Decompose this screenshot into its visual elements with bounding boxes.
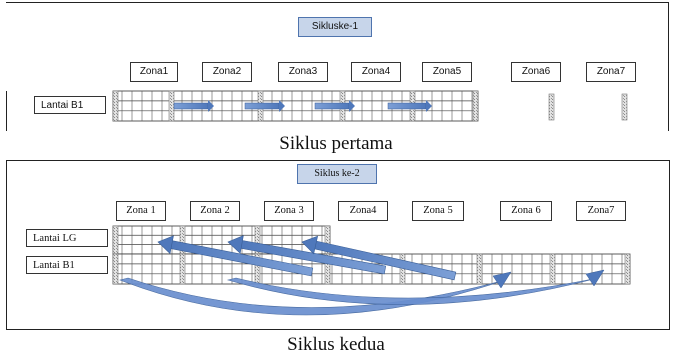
zone-6-label: Zona6 — [511, 62, 561, 82]
column-b1-lower-7 — [549, 253, 556, 285]
column-b1-1 — [112, 90, 119, 122]
shift-arrow-body-3 — [314, 102, 350, 110]
shift-arrow-head-3 — [349, 100, 355, 112]
lift-arrow-1 — [157, 235, 314, 277]
cycle-two-caption: Siklus kedua — [287, 334, 385, 355]
transfer-arrow-zone-1-to-6-head — [492, 271, 512, 289]
cycle-two-title: Siklus ke-2 — [297, 164, 377, 184]
shift-arrow-body-4 — [387, 102, 427, 110]
transfer-arrow-zone-2-to-7-head — [585, 269, 605, 287]
zone-3-label: Zona3 — [278, 62, 328, 82]
column-b1-zone-6 — [548, 93, 555, 121]
shift-arrow-body-1 — [173, 102, 209, 110]
floor-lg-label: Lantai LG — [26, 229, 108, 247]
zone-6-label-lower: Zona 6 — [500, 201, 552, 221]
panel-left-border — [6, 91, 7, 131]
zone-7-label-lower: Zona7 — [576, 201, 626, 221]
column-b1-lower-2 — [179, 253, 186, 285]
shift-arrow-body-2 — [244, 102, 280, 110]
zone-7-label: Zona7 — [586, 62, 636, 82]
column-b1-lower-8 — [624, 253, 631, 285]
lift-arrow-head-1 — [157, 235, 174, 255]
floor-b1-label: Lantai B1 — [34, 96, 106, 114]
column-b1-6 — [472, 90, 479, 122]
column-b1-lower-1 — [112, 253, 119, 285]
shift-arrow-head-1 — [208, 100, 214, 112]
zone-2-label-lower: Zona 2 — [190, 201, 240, 221]
zone-5-label: Zona5 — [422, 62, 472, 82]
column-b1-zone-7 — [621, 93, 628, 121]
column-b1-lower-4 — [324, 253, 331, 285]
shift-arrow-head-2 — [279, 100, 285, 112]
shift-arrow-head-4 — [426, 100, 432, 112]
zone-2-label: Zona2 — [202, 62, 252, 82]
zone-5-label-lower: Zona 5 — [412, 201, 464, 221]
zone-4-label-lower: Zona4 — [338, 201, 388, 221]
floor-b1-label-lower: Lantai B1 — [26, 256, 108, 274]
zone-3-label-lower: Zona 3 — [264, 201, 314, 221]
column-b1-2 — [168, 90, 175, 122]
column-b1-lower-6 — [476, 253, 483, 285]
zone-1-label: Zona1 — [130, 62, 178, 82]
column-lg-1 — [112, 225, 119, 255]
lift-arrow-head-2 — [227, 235, 244, 254]
zone-1-label-lower: Zona 1 — [116, 201, 166, 221]
cycle-one-title: Sikluske-1 — [298, 17, 372, 37]
lift-arrow-head-3 — [301, 235, 319, 255]
zone-4-label: Zona4 — [351, 62, 401, 82]
cycle-one-caption: Siklus pertama — [279, 133, 393, 154]
formwork-lg-zones-1-3 — [112, 225, 331, 255]
lift-arrow-3 — [301, 235, 457, 281]
